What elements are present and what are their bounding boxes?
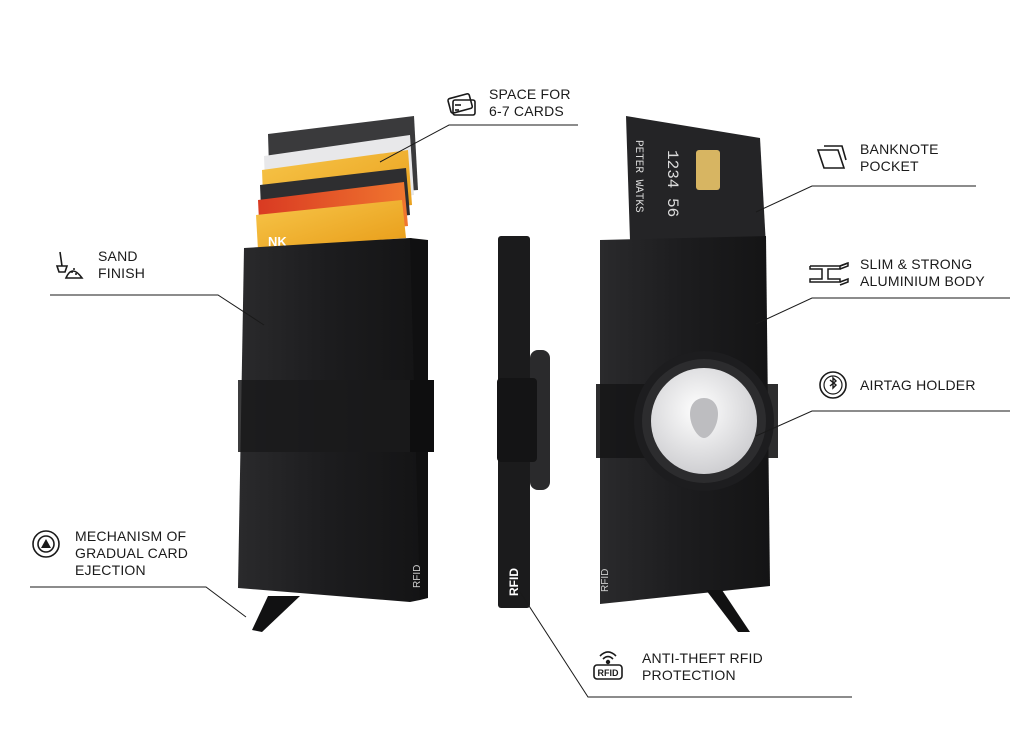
side-band	[497, 378, 537, 462]
svg-text:RFID: RFID	[598, 668, 619, 678]
airtag-icon	[819, 371, 847, 399]
callout-rfid	[519, 591, 852, 698]
callout-sand	[50, 294, 265, 326]
callout-cards	[379, 124, 578, 163]
card-holder: PETER WATKS	[632, 140, 644, 213]
left-wallet-band	[238, 380, 434, 452]
card-chip	[696, 150, 720, 190]
cards-icon	[447, 93, 476, 116]
right-kickstand	[706, 590, 750, 632]
sand-icon	[55, 251, 84, 279]
side-rfid-mark: RFID	[507, 568, 521, 596]
callout-airtag	[755, 410, 1010, 437]
left-rfid-mark: RFID	[412, 565, 423, 588]
card-yellow-front	[256, 200, 406, 250]
callout-lines	[30, 124, 1010, 698]
right-rfid-mark: RFID	[600, 569, 611, 592]
side-wallet: RFID	[497, 236, 550, 608]
label-airtag-holder: AIRTAG HOLDER	[860, 377, 976, 393]
apple-logo-icon	[690, 398, 718, 438]
banknote-icon	[816, 145, 847, 169]
left-wallet: NK RFID	[238, 116, 434, 632]
left-kickstand	[252, 596, 300, 632]
card-number: 1234 56	[663, 150, 681, 217]
right-wallet: 1234 56 PETER WATKS RFID	[596, 116, 778, 632]
aluminium-beam-icon	[809, 262, 849, 286]
callout-slim	[755, 297, 1010, 325]
rfid-icon: RFID	[593, 651, 623, 680]
card-bank-text: NK	[268, 234, 287, 249]
callout-banknote	[755, 185, 976, 213]
mechanism-icon	[32, 530, 60, 558]
callout-mechanism	[30, 586, 247, 618]
